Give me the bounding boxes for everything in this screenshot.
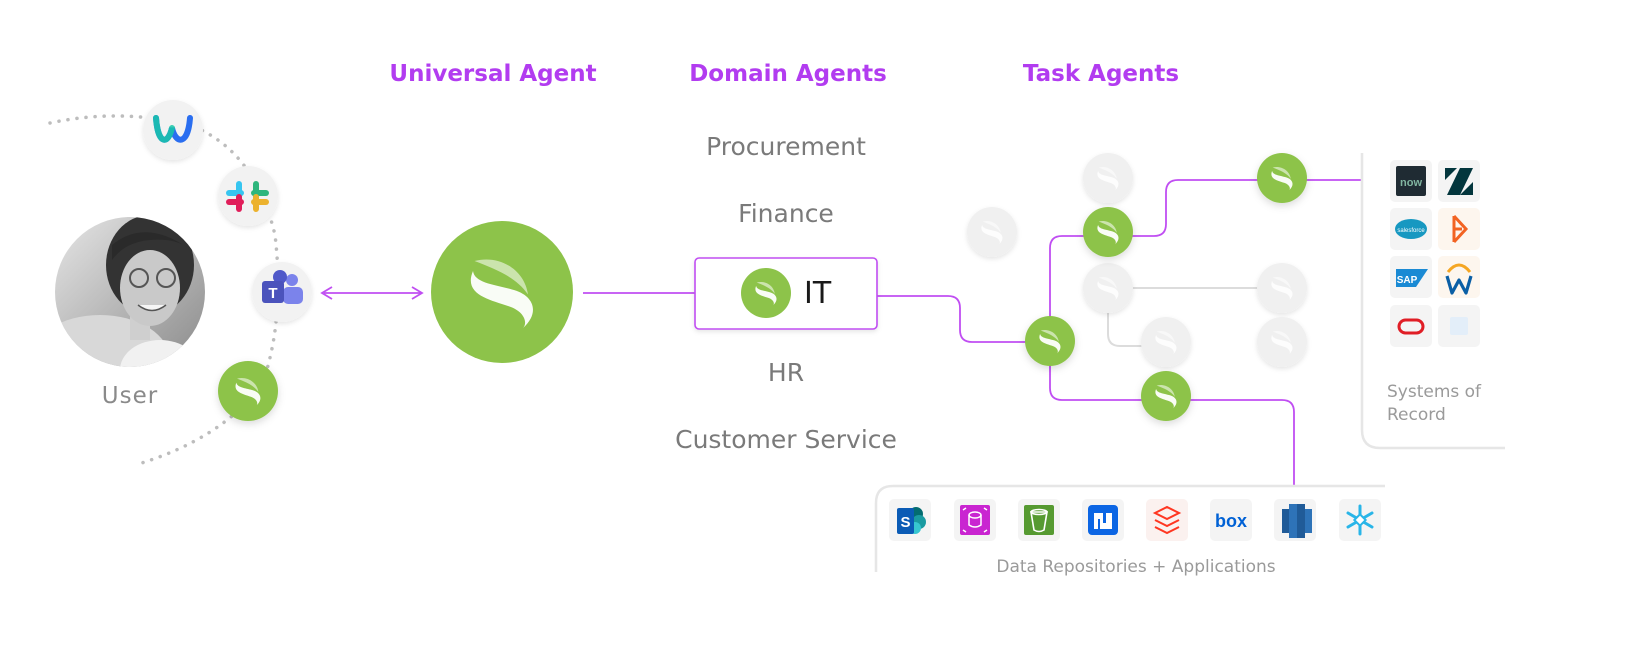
data-repositories-caption: Data Repositories + Applications (996, 557, 1276, 577)
task-agent-active[interactable] (1083, 207, 1133, 257)
task-agent-active[interactable] (1025, 316, 1075, 366)
sap-text: SAP (1397, 275, 1418, 286)
sharepoint-text: S (900, 514, 910, 531)
confluence-logo-tile (1082, 499, 1124, 541)
data-repositories-panel (874, 484, 1385, 572)
svg-text:T: T (268, 285, 277, 302)
webex-icon (143, 100, 203, 160)
oracle-logo-tile (1390, 305, 1432, 347)
bmc-logo-tile (1438, 208, 1480, 250)
sharepoint-logo-tile: S (889, 499, 931, 541)
snowflake-logo-tile (1339, 499, 1381, 541)
workday-logo-tile (1438, 256, 1480, 298)
systems-of-record-caption-line2: Record (1387, 405, 1446, 425)
servicenow-text: now (1400, 177, 1422, 189)
heading-domain-agents: Domain Agents (689, 61, 887, 87)
user-label: User (101, 383, 159, 409)
systems-of-record-panel (1360, 153, 1505, 450)
task-agent-active[interactable] (1257, 153, 1307, 203)
heading-task-agents: Task Agents (1022, 61, 1180, 87)
systems-of-record-caption: Systems of Record (1387, 381, 1481, 427)
connection-lines (320, 179, 1362, 486)
user-avatar (55, 217, 205, 367)
redshift-logo-tile (1274, 499, 1316, 541)
slack-icon (218, 166, 278, 226)
databricks-logo-tile (1146, 499, 1188, 541)
servicenow-logo-tile: now (1390, 160, 1432, 202)
domain-finance[interactable]: Finance (738, 199, 834, 228)
domain-procurement[interactable]: Procurement (706, 132, 866, 161)
it-to-task-line (877, 295, 1048, 343)
inactive-lines (1107, 287, 1258, 347)
zendesk-logo-tile (1438, 160, 1480, 202)
task-agent-active[interactable] (1141, 371, 1191, 421)
domain-it-label: IT (804, 276, 832, 311)
inactive-task-agents (967, 153, 1307, 367)
heading-universal-agent: Universal Agent (389, 61, 597, 87)
systems-of-record-apps: now salesforce SAP (1390, 160, 1480, 347)
systems-of-record-caption-line1: Systems of (1387, 382, 1482, 402)
active-task-agents (1025, 153, 1307, 421)
universal-agent-node[interactable] (431, 221, 573, 363)
salesforce-logo-tile: salesforce (1390, 208, 1432, 250)
blank-app-tile (1438, 305, 1480, 347)
box-text: box (1215, 511, 1247, 531)
salesforce-text: salesforce (1397, 228, 1425, 234)
aws-rds-logo-tile (954, 499, 996, 541)
it-agent-icon (741, 268, 791, 318)
sap-logo-tile: SAP (1390, 256, 1432, 298)
teams-icon: T (252, 262, 312, 322)
assistant-channel-icon (218, 361, 278, 421)
domain-hr[interactable]: HR (767, 358, 805, 387)
user-channel-arc (48, 114, 280, 467)
data-repository-apps: S box (889, 499, 1381, 541)
box-logo-tile: box (1210, 499, 1252, 541)
aws-s3-logo-tile (1018, 499, 1060, 541)
domain-customer-service[interactable]: Customer Service (675, 425, 897, 454)
